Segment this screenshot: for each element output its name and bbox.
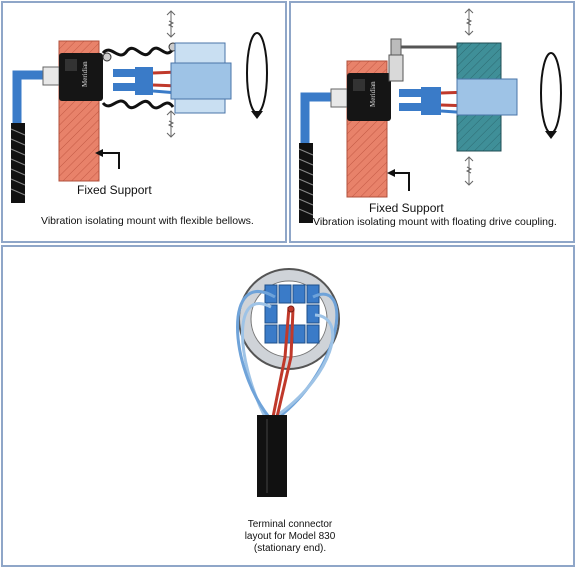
support-pointer — [391, 172, 410, 191]
bellows-bottom — [101, 99, 175, 110]
terminal-blocks — [421, 87, 441, 115]
fixed-support-label: Fixed Support — [369, 201, 444, 215]
brand-text: Meridian — [369, 81, 377, 107]
vibration-indicator-bottom — [166, 110, 176, 138]
shaft-housing — [170, 62, 232, 100]
caption-line-2: layout for Model 830 — [244, 531, 336, 542]
coupling-pin — [388, 54, 404, 82]
rotation-arrow — [246, 32, 268, 114]
rotation-arrow — [540, 52, 562, 134]
bellows-mount-diagram: Meridian — [10, 10, 268, 203]
spiral-cable — [11, 123, 25, 203]
vibration-indicator-top — [464, 8, 474, 36]
shaft-housing — [456, 78, 518, 116]
terminal-connector-diagram — [236, 268, 340, 497]
bellows-caption: Vibration isolating mount with flexible … — [41, 215, 254, 227]
panel-terminal-layout: Terminal connector layout for Model 830 … — [1, 245, 575, 567]
fixed-support-label: Fixed Support — [77, 183, 152, 197]
coupling-caption: Vibration isolating mount with floating … — [313, 216, 557, 228]
terminal-blocks — [135, 67, 153, 95]
connector-plug — [330, 88, 348, 108]
terminal-caption: Terminal connector layout for Model 830 … — [3, 519, 576, 555]
cable-left — [12, 70, 49, 123]
caption-line-1: Terminal connector — [247, 519, 333, 530]
panel-bellows-mount: Meridian Fixed Support Vi — [1, 1, 287, 243]
connector-plug — [42, 66, 60, 86]
drive-coupling-top — [456, 42, 502, 80]
wire-loops — [236, 290, 339, 419]
panel-coupling-mount: Meridian Fixed Support Vibration isolati — [289, 1, 575, 243]
brand-text: Meridian — [81, 61, 89, 87]
support-pointer — [99, 152, 120, 169]
bellows-top — [101, 46, 175, 57]
caption-line-3: (stationary end). — [253, 543, 327, 554]
vibration-indicator-bottom — [464, 156, 474, 186]
cable-jacket — [257, 415, 287, 497]
spiral-cable — [299, 143, 313, 223]
drive-coupling-bottom — [456, 114, 502, 152]
vibration-indicator-top — [166, 10, 176, 38]
terminal-blocks — [306, 324, 320, 344]
cable-left — [300, 92, 337, 143]
coupling-mount-diagram: Meridian — [298, 8, 562, 223]
